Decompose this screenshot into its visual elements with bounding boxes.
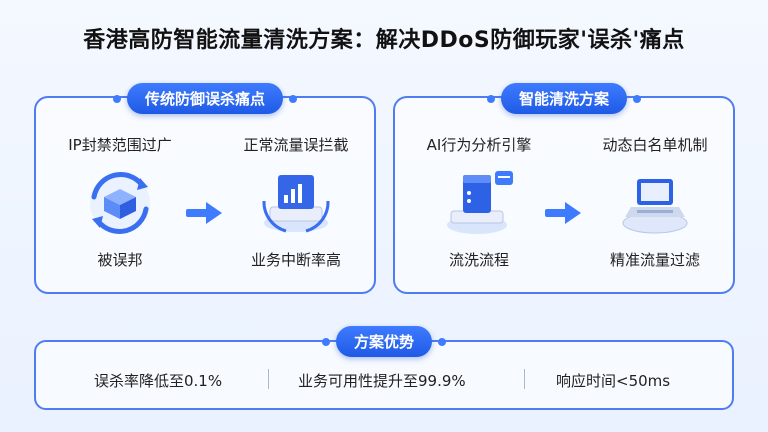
precise-filter-label: 精准流量过滤: [609, 251, 700, 269]
page-title: 香港高防智能流量清洗方案：解决DDoS防御玩家'误杀'痛点: [83, 28, 685, 53]
right-arrow-icon: [545, 202, 581, 228]
advantage-item: 误杀率降低至0.1%: [94, 372, 223, 390]
whitelist-label: 动态白名单机制: [602, 136, 708, 154]
traffic-intercept-item: 正常流量误拦截 业务中断率高: [226, 134, 366, 270]
business-interruption-label: 业务中断率高: [250, 251, 341, 269]
cleaning-flow-label: 流洗流程: [448, 251, 509, 269]
blocked-cube-icon: [80, 167, 160, 239]
advantages-heading: 方案优势: [335, 326, 433, 357]
whitelist-item: 动态白名单机制 精准流量过滤: [585, 134, 725, 270]
ip-ban-item: IP封禁范围过广 被误邦: [50, 134, 190, 270]
laptop-icon: [615, 167, 695, 239]
advantages-panel: 方案优势 误杀率降低至0.1% 业务可用性提升至99.9% 响应时间<50ms: [34, 326, 734, 410]
advantage-item: 业务可用性提升至99.9%: [298, 372, 466, 390]
ip-ban-label: IP封禁范围过广: [68, 136, 172, 154]
server-chart-icon: [256, 167, 336, 239]
traffic-intercept-label: 正常流量误拦截: [243, 136, 349, 154]
divider: [268, 369, 269, 389]
traditional-defense-panel: 传统防御误杀痛点 IP封禁范围过广 被误邦 正常流量误拦截: [34, 83, 376, 294]
wrongly-banned-label: 被误邦: [97, 251, 143, 269]
smart-cleaning-panel: 智能清洗方案 AI行为分析引擎 流洗流程 动态白名单机制: [393, 83, 735, 294]
ai-server-icon: [439, 167, 519, 239]
advantage-item: 响应时间<50ms: [556, 372, 671, 390]
traditional-defense-heading: 传统防御误杀痛点: [126, 83, 284, 114]
smart-cleaning-heading: 智能清洗方案: [500, 83, 628, 114]
right-arrow-icon: [186, 202, 222, 228]
divider: [524, 369, 525, 389]
ai-engine-item: AI行为分析引擎 流洗流程: [409, 134, 549, 270]
ai-engine-label: AI行为分析引擎: [426, 136, 532, 154]
